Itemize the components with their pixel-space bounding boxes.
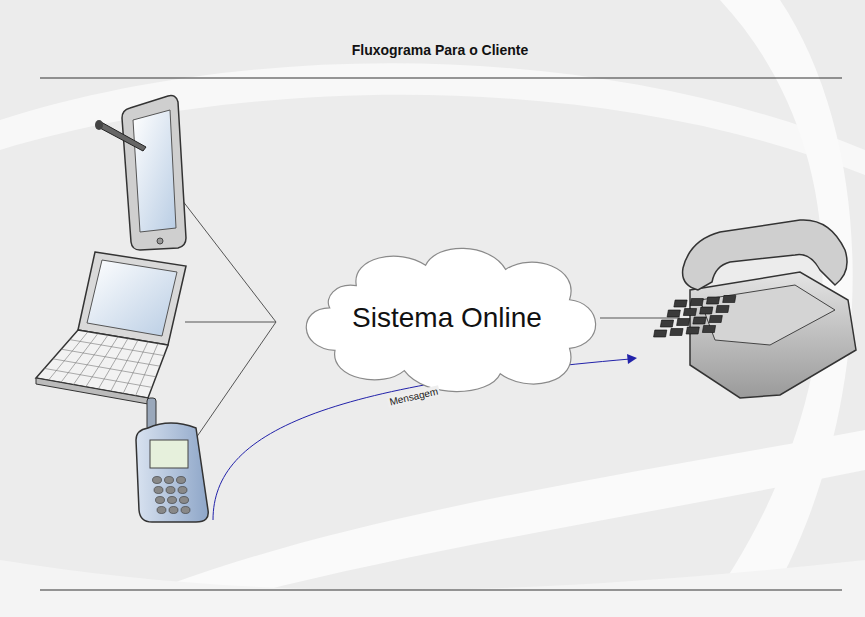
mobile-phone-icon — [136, 398, 208, 522]
laptop-icon — [36, 252, 186, 404]
swoosh — [700, 0, 853, 617]
rule — [40, 78, 842, 79]
swoosh — [0, 560, 865, 617]
wire — [182, 200, 276, 322]
wire — [196, 322, 276, 438]
cloud-node: Sistema Online — [287, 237, 607, 399]
telephone-icon — [654, 220, 856, 398]
wire — [185, 322, 276, 323]
tablet-icon — [95, 96, 186, 250]
node-label: Sistema Online — [352, 302, 542, 334]
wire — [600, 318, 680, 319]
diagram-title: Fluxograma Para o Cliente — [352, 42, 529, 58]
arrowhead — [627, 354, 637, 364]
rule — [40, 590, 842, 591]
